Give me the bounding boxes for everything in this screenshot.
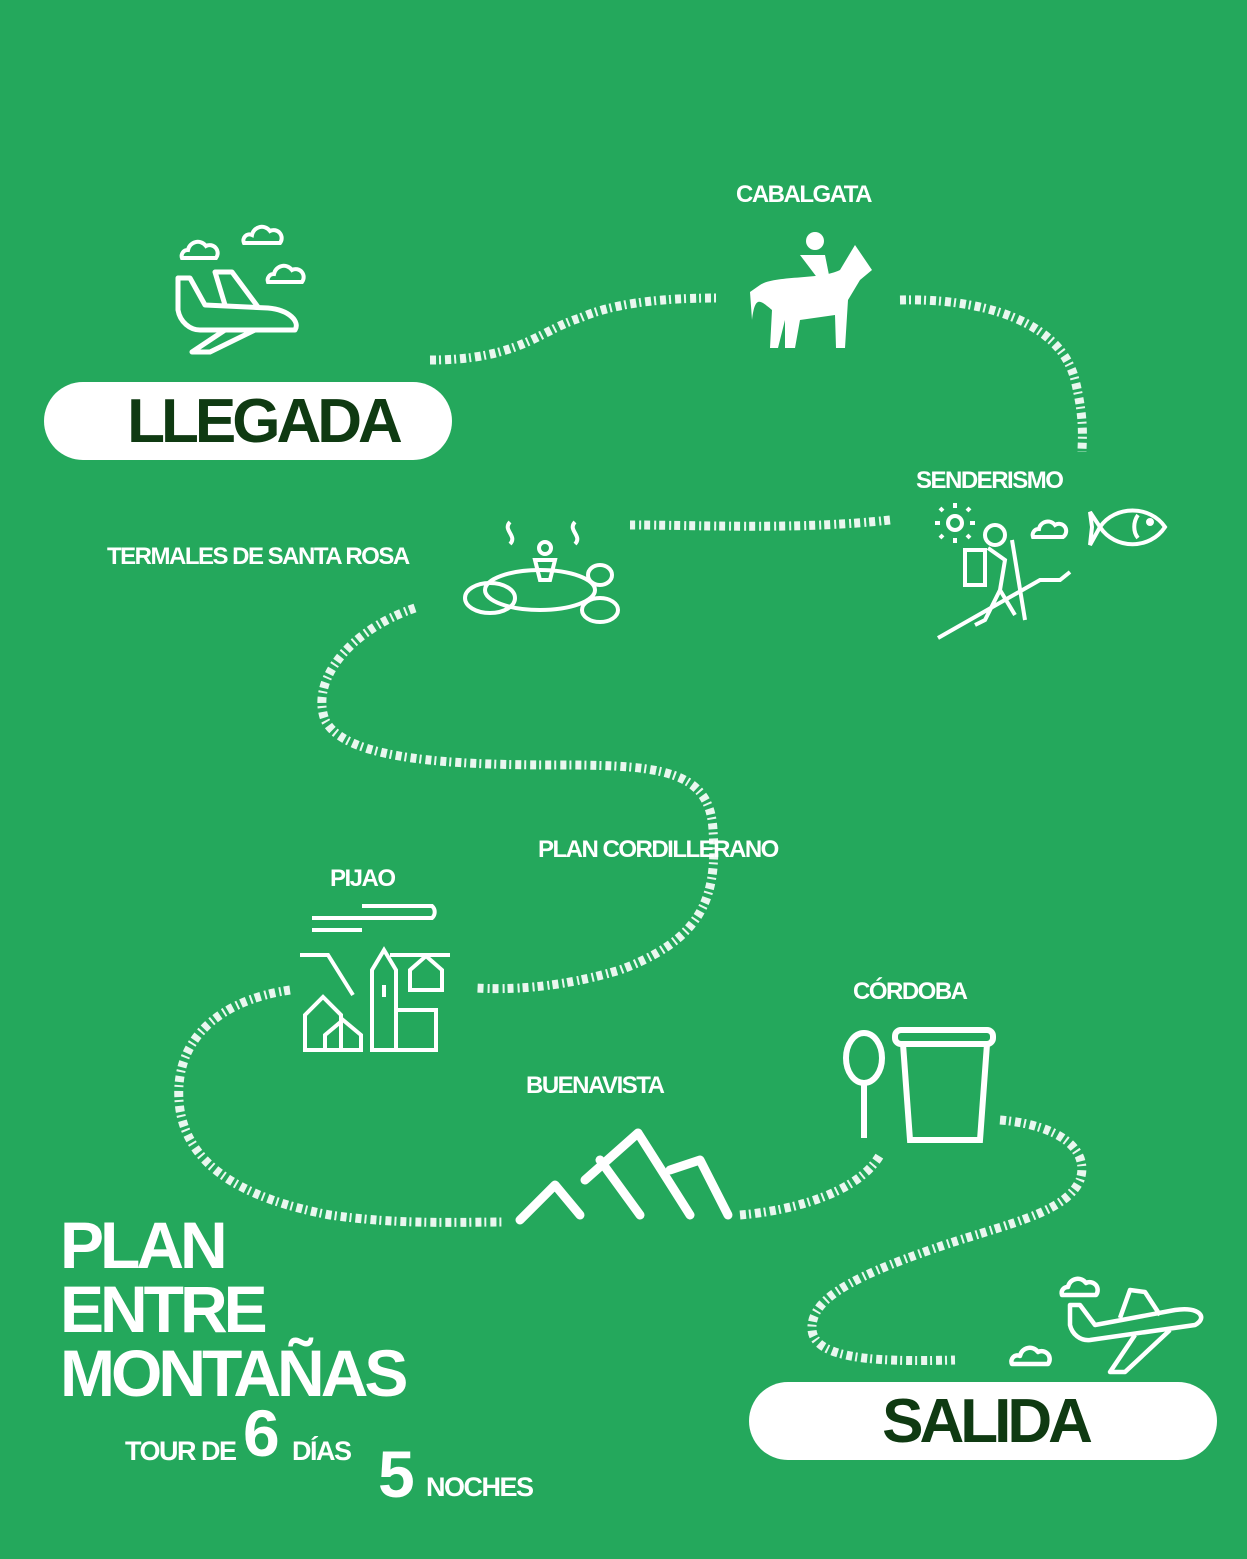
stop-label-senderismo: SENDERISMO [916, 467, 1064, 494]
days-number: 6 [243, 1396, 280, 1470]
plane-icon [175, 269, 299, 355]
nights-label: NOCHES [426, 1472, 534, 1502]
stop-label-buenavista: BUENAVISTA [526, 1072, 665, 1099]
plane-icon [1009, 1276, 1204, 1375]
days-label: DÍAS [292, 1436, 352, 1466]
stop-label-plan-cordillerano: PLAN CORDILLERANO [538, 836, 779, 863]
title-line-3: MONTAÑAS [60, 1336, 408, 1410]
cup-spoon-icon [843, 1027, 996, 1143]
hiker-icon [935, 503, 1072, 640]
departure-pill: SALIDA [749, 1382, 1217, 1460]
village-icon [300, 904, 450, 1052]
poster-title: PLAN ENTRE MONTAÑAS [60, 1208, 408, 1410]
title-line-1: PLAN [60, 1208, 228, 1282]
route-path [174, 293, 1087, 1366]
mountains-icon [515, 1128, 733, 1225]
nights-number: 5 [378, 1437, 415, 1511]
cloud-icon [179, 224, 306, 284]
hot-spring-icon [463, 520, 620, 624]
departure-label: SALIDA [882, 1386, 1093, 1456]
title-line-2: ENTRE [60, 1272, 268, 1346]
tour-prefix: TOUR DE [125, 1436, 237, 1466]
stop-label-pijao: PIJAO [330, 865, 396, 892]
stop-label-cabalgata: CABALGATA [736, 181, 872, 208]
arrival-label: LLEGADA [127, 386, 403, 456]
horse-rider-icon [750, 232, 872, 348]
stop-label-termales: TERMALES DE SANTA ROSA [107, 543, 410, 570]
fish-icon [1088, 508, 1168, 547]
stop-label-cordoba: CÓRDOBA [853, 978, 968, 1005]
arrival-pill: LLEGADA [44, 382, 452, 460]
